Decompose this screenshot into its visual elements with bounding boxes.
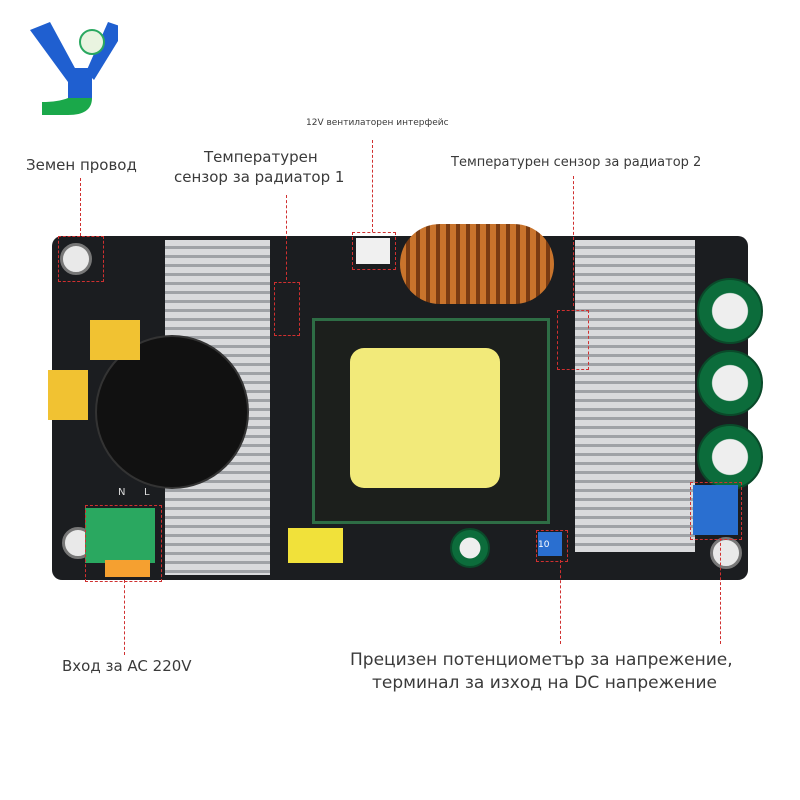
x-capacitor bbox=[90, 320, 140, 360]
output-capacitor bbox=[697, 278, 763, 344]
fan-line bbox=[372, 140, 373, 232]
ac-input-box bbox=[85, 505, 162, 582]
logo-mark bbox=[30, 22, 126, 115]
yellow-component bbox=[288, 528, 343, 563]
fan-interface-label: 12V вентилаторен интерфейс bbox=[306, 118, 449, 128]
logo bbox=[28, 20, 126, 115]
pot-line bbox=[560, 560, 561, 644]
sensor2-box bbox=[557, 310, 589, 370]
bulk-capacitor bbox=[95, 335, 249, 489]
output-capacitor bbox=[697, 424, 763, 490]
ground-box bbox=[58, 236, 104, 282]
sensor2-line bbox=[573, 176, 574, 306]
dc-terminal-block bbox=[693, 485, 738, 535]
sensor1-label-line1: Температурен bbox=[204, 148, 318, 166]
output-capacitor bbox=[697, 350, 763, 416]
potentiometer: 10 bbox=[538, 532, 562, 556]
ground-line bbox=[80, 178, 81, 236]
dc-terminal-box bbox=[690, 482, 742, 540]
sensor1-box bbox=[274, 282, 300, 336]
toroid-inductor bbox=[400, 224, 554, 304]
pot-box bbox=[536, 530, 568, 562]
dc-terminal-line bbox=[720, 538, 721, 644]
ac-terminal-block bbox=[85, 508, 155, 563]
ac-input-line bbox=[124, 580, 125, 655]
ac-input-label: Вход за AC 220V bbox=[62, 657, 192, 675]
pot-label-line1: Прецизен потенциометър за напрежение, bbox=[350, 650, 733, 670]
silk-l: L bbox=[144, 487, 150, 498]
transformer-core bbox=[350, 348, 500, 488]
x-capacitor bbox=[48, 370, 88, 420]
mount-hole bbox=[60, 243, 92, 275]
pot-label-line2: терминал за изход на DC напрежение bbox=[372, 673, 717, 693]
fan-box bbox=[352, 232, 396, 270]
silk-n: N bbox=[118, 487, 126, 498]
fan-connector bbox=[356, 238, 390, 264]
mount-hole bbox=[710, 537, 742, 569]
ground-wire-label: Земен провод bbox=[26, 156, 137, 174]
sensor2-label: Температурен сензор за радиатор 2 bbox=[451, 155, 702, 170]
small-capacitor bbox=[450, 528, 490, 568]
heatsink-right bbox=[575, 240, 695, 552]
pot-value: 10 bbox=[538, 540, 550, 550]
sensor1-label-line2: сензор за радиатор 1 bbox=[174, 168, 345, 186]
sensor1-line bbox=[286, 195, 287, 280]
ac-terminal-plug bbox=[105, 560, 150, 577]
